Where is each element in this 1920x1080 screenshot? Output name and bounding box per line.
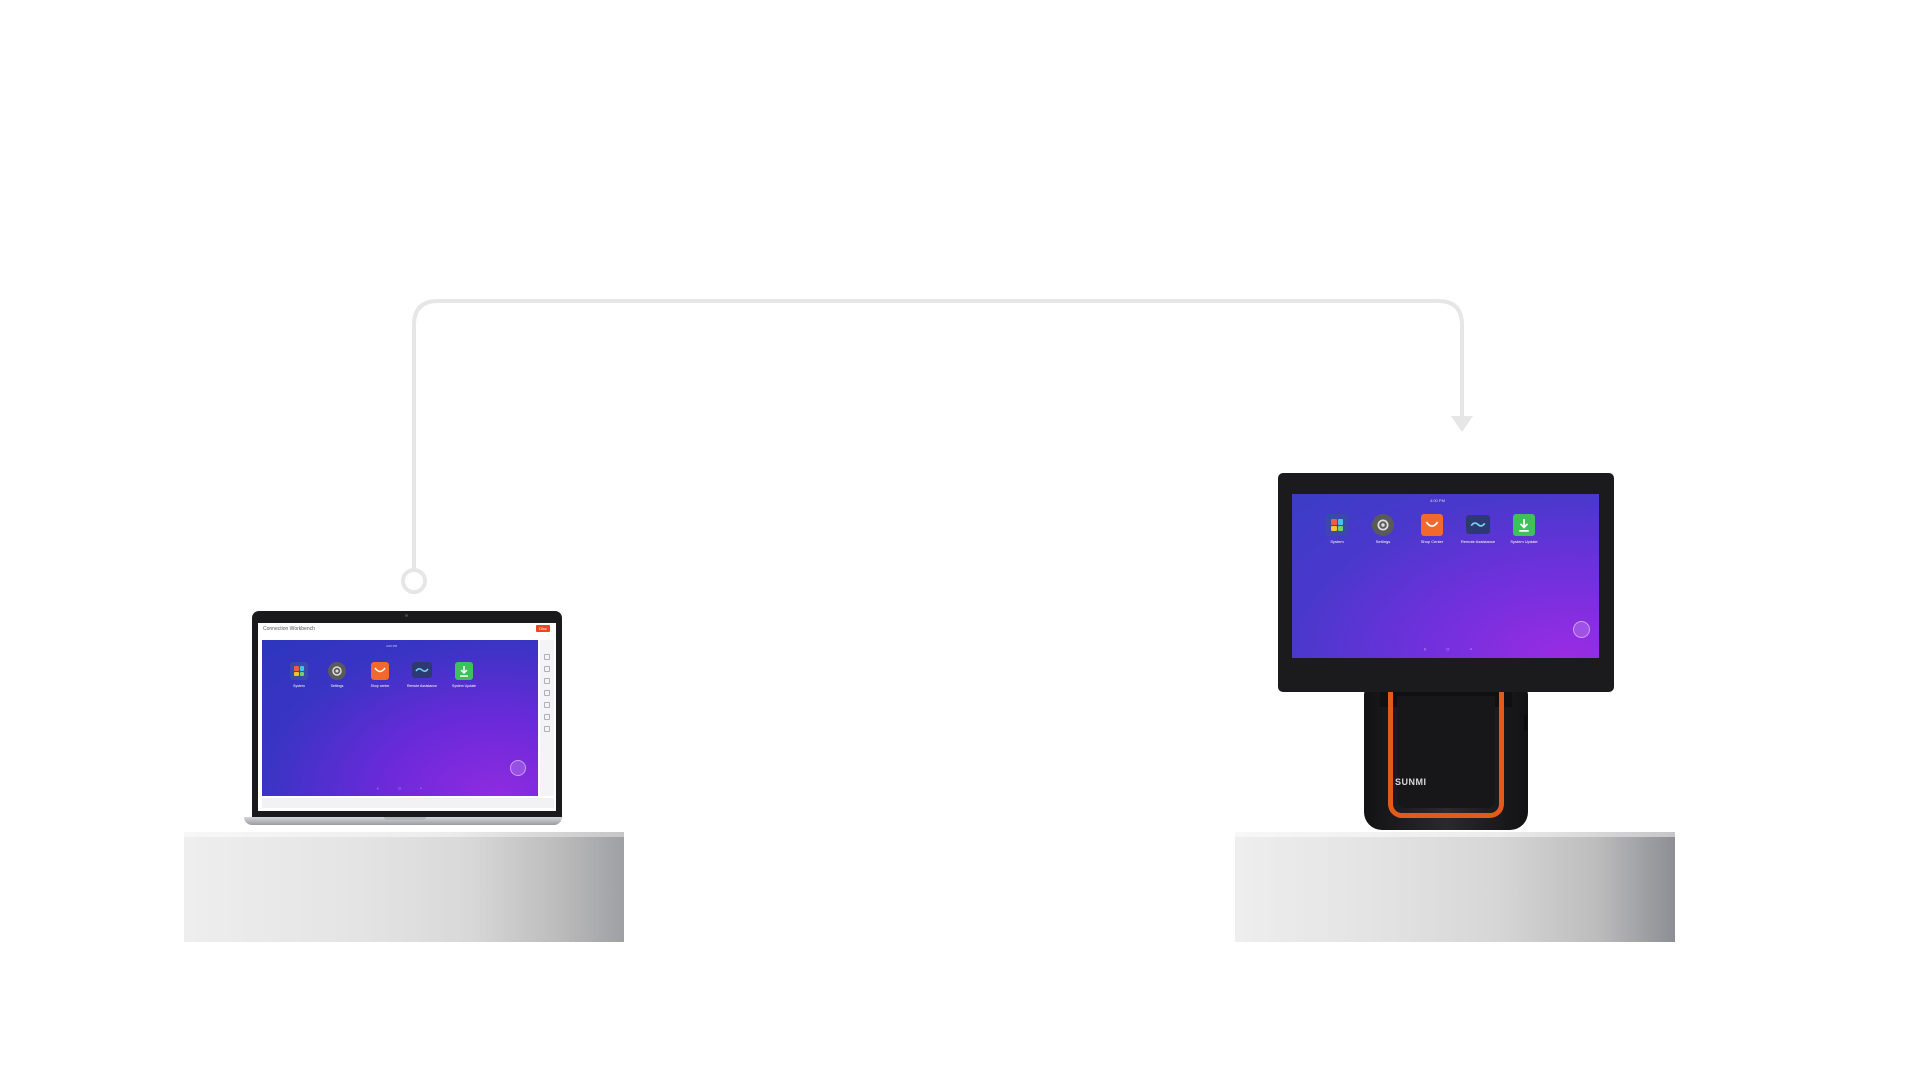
- connection-path: [412, 299, 1464, 576]
- recent-nav-icon[interactable]: ▫: [1470, 647, 1473, 653]
- app-label-system: System: [1330, 539, 1344, 544]
- grid-icon[interactable]: [1326, 514, 1348, 536]
- laptop-tool-sidebar: [540, 640, 554, 796]
- tool-icon[interactable]: [544, 726, 550, 732]
- app-label-shop-center: Shop Center: [1420, 539, 1444, 544]
- laptop-mirrored-screen: [262, 640, 538, 796]
- tool-icon[interactable]: [544, 678, 550, 684]
- app-label-remote-assistance: Remote Assistance: [1460, 539, 1496, 544]
- store-icon[interactable]: [371, 662, 389, 680]
- store-icon[interactable]: [1421, 514, 1443, 536]
- connection-start-node: [401, 568, 427, 594]
- laptop-bottom-toolbar: [262, 798, 554, 808]
- laptop-camera: [405, 614, 408, 617]
- back-nav-icon[interactable]: ‹: [1424, 647, 1426, 653]
- grid-icon[interactable]: [290, 662, 308, 680]
- home-nav-icon[interactable]: ○: [398, 786, 402, 792]
- pos-status-time: 4:00 PM: [1430, 498, 1445, 503]
- remote-icon[interactable]: [1466, 515, 1490, 534]
- laptop-titlebar: [258, 623, 556, 637]
- tool-icon[interactable]: [544, 690, 550, 696]
- app-label-settings: Settings: [330, 684, 344, 688]
- floating-assist-button[interactable]: [510, 760, 526, 776]
- pos-printer-cover: [1397, 696, 1495, 808]
- connection-arrowhead: [1451, 416, 1473, 432]
- app-label-system-update: System Update: [1510, 539, 1538, 544]
- app-label-settings: Settings: [1375, 539, 1391, 544]
- tool-icon[interactable]: [544, 654, 550, 660]
- download-icon[interactable]: [1513, 514, 1535, 536]
- tool-icon[interactable]: [544, 702, 550, 708]
- laptop-window-title: Connection Workbench: [263, 626, 315, 632]
- pedestal-left: [184, 832, 624, 942]
- gear-icon[interactable]: [1372, 514, 1394, 536]
- pos-orange-accent: [1388, 690, 1504, 818]
- download-icon[interactable]: [455, 662, 473, 680]
- gear-icon[interactable]: [328, 662, 346, 680]
- pos-brand-logo: SUNMI: [1395, 777, 1427, 787]
- tool-icon[interactable]: [544, 714, 550, 720]
- laptop-notch: [384, 817, 426, 820]
- laptop-base: [244, 817, 562, 825]
- tool-icon[interactable]: [544, 666, 550, 672]
- app-label-shop-center: Shop center: [370, 684, 390, 688]
- pedestal-right: [1235, 832, 1675, 942]
- remote-icon[interactable]: [412, 662, 432, 678]
- pos-side-button[interactable]: [1524, 715, 1527, 731]
- app-label-remote-assistance: Remote Assistance: [407, 684, 437, 688]
- floating-assist-button[interactable]: [1573, 621, 1590, 638]
- back-nav-icon[interactable]: ‹: [377, 786, 379, 792]
- app-label-system: System: [293, 684, 305, 688]
- laptop-status-time: 4:00 PM: [386, 644, 398, 648]
- home-nav-icon[interactable]: ○: [1446, 647, 1450, 653]
- disconnect-button[interactable]: Disc: [536, 625, 550, 632]
- app-label-system-update: System Update: [452, 684, 476, 688]
- recent-nav-icon[interactable]: ▫: [420, 786, 422, 792]
